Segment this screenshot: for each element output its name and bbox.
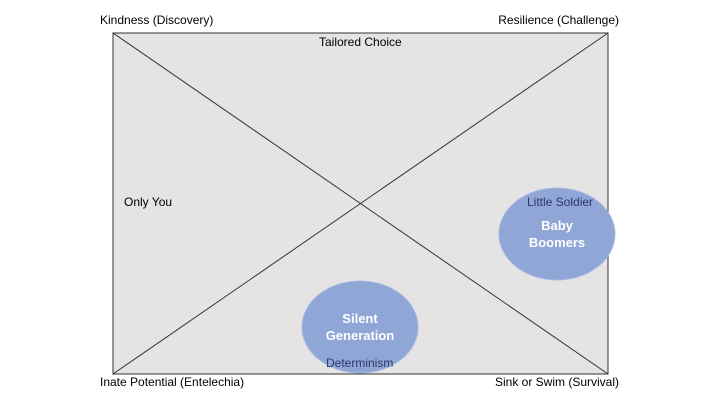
top-center-label: Tailored Choice [319, 35, 402, 49]
silent-generation-label: Silent Generation [310, 310, 410, 344]
diagonal-line-ascending [112, 32, 609, 375]
baby-boomers-label-line2: Boomers [528, 235, 586, 250]
baby-boomers-bubble [498, 187, 616, 281]
baby-boomers-caption: Little Soldier [527, 195, 594, 209]
silent-generation-bubble [301, 280, 419, 374]
left-middle-label: Only You [124, 195, 173, 209]
silent-generation-caption: Determinism [326, 356, 394, 370]
corner-label-top-left: Kindness (Discovery) [100, 13, 214, 27]
silent-generation-label-line1: Silent [342, 311, 378, 326]
corner-label-bottom-left: Inate Potential (Entelechia) [100, 375, 245, 389]
corner-label-top-right: Resilience (Challenge) [498, 13, 619, 27]
baby-boomers-label: Baby Boomers [517, 217, 597, 251]
silent-generation-label-line2: Generation [325, 328, 395, 343]
baby-boomers-label-line1: Baby [541, 218, 573, 233]
corner-label-bottom-right: Sink or Swim (Survival) [494, 375, 619, 389]
